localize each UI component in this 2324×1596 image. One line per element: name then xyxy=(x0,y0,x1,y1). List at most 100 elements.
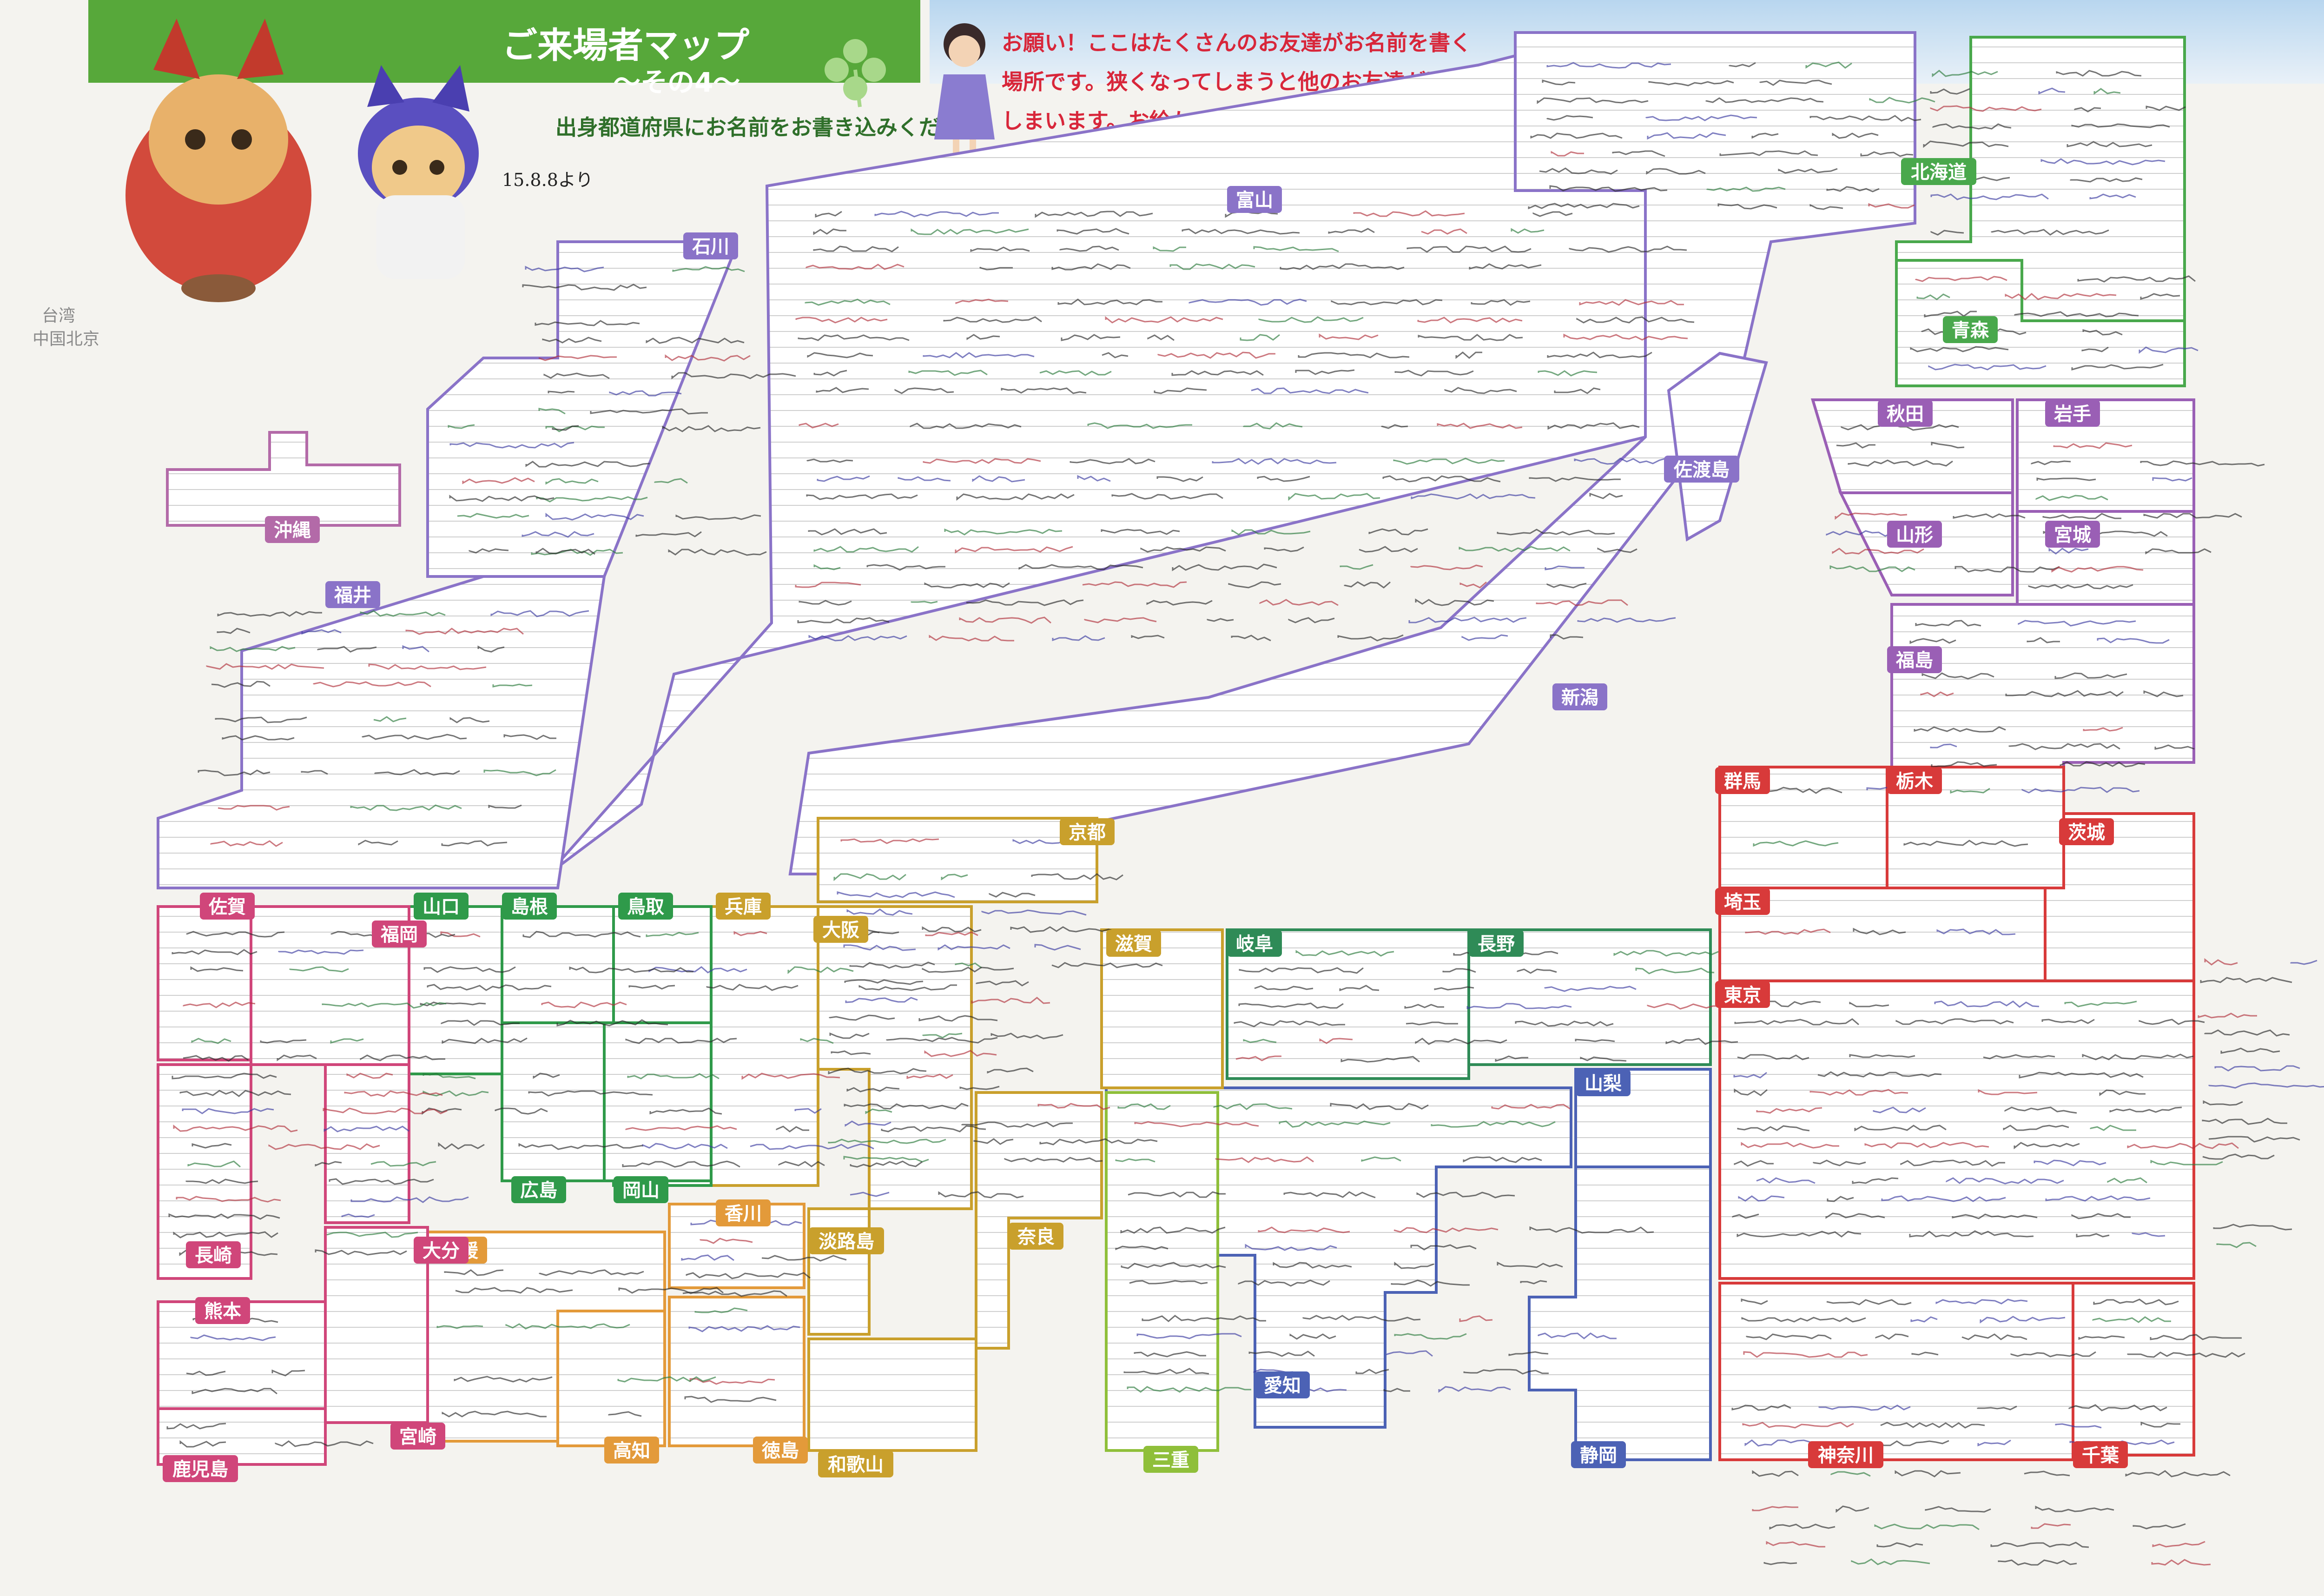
handwritten-signature-stroke xyxy=(929,635,1014,642)
handwritten-signature-stroke xyxy=(1743,1351,1868,1358)
handwritten-signature-stroke xyxy=(301,770,328,775)
region-label-text: 大阪 xyxy=(822,920,859,941)
region-label-text: 長崎 xyxy=(195,1245,232,1266)
handwritten-signature-stroke xyxy=(959,1086,1000,1090)
handwritten-signature-stroke xyxy=(1415,1038,1507,1045)
handwritten-signature-stroke xyxy=(217,611,322,617)
handwritten-signature-stroke xyxy=(187,1160,241,1168)
region-label-fukushima: 福島 xyxy=(1887,646,1942,673)
handwritten-signature-stroke xyxy=(1809,115,1921,122)
handwritten-signature-stroke xyxy=(1766,1541,1825,1548)
region-label-badge xyxy=(614,1176,668,1203)
region-label-text: 愛知 xyxy=(1264,1375,1301,1397)
region-label-text: 石川 xyxy=(692,236,729,258)
region-label-miyazaki: 宮崎 xyxy=(390,1423,445,1450)
handwritten-signature-stroke xyxy=(1826,1299,1912,1305)
handwritten-signature-stroke xyxy=(538,355,617,361)
handwritten-signature-stroke xyxy=(1980,1316,2066,1324)
handwritten-signature-stroke xyxy=(1805,61,1852,69)
handwritten-signature-stroke xyxy=(1037,1103,1110,1110)
handwritten-signature-stroke xyxy=(1536,599,1628,606)
handwritten-signature-stroke xyxy=(176,1196,281,1203)
handwritten-signature-stroke xyxy=(341,1213,375,1218)
handwritten-signature-stroke xyxy=(454,1376,553,1383)
handwritten-signature-stroke xyxy=(2010,1351,2096,1358)
handwritten-signature-stroke xyxy=(1077,475,1111,482)
region-label-text: 福岡 xyxy=(380,924,418,946)
handwritten-signature-stroke xyxy=(2090,1125,2136,1131)
handwritten-signature-stroke xyxy=(2082,329,2123,336)
handwritten-signature-stroke xyxy=(2140,1421,2180,1428)
region-labels-layer: 北海道青森秋田岩手山形宮城福島新潟富山石川福井佐渡島沖縄群馬栃木茨城埼玉東京神奈… xyxy=(163,158,2128,1482)
region-label-text: 島根 xyxy=(511,896,548,918)
handwritten-signature-stroke xyxy=(1832,548,1924,555)
handwritten-signature-stroke xyxy=(622,1160,740,1168)
region-label-nara: 奈良 xyxy=(1009,1223,1063,1250)
region-label-badge xyxy=(1901,158,1976,185)
region-label-badge xyxy=(618,893,673,920)
handwritten-signature-stroke xyxy=(1258,1226,1350,1233)
handwritten-signature-stroke xyxy=(1238,1002,1344,1009)
handwritten-signature-stroke xyxy=(2093,88,2121,95)
region-label-text: 京都 xyxy=(1069,822,1106,843)
handwritten-signature-stroke xyxy=(1035,211,1153,218)
handwritten-signature-stroke xyxy=(925,931,978,936)
handwritten-signature-stroke xyxy=(168,1213,280,1220)
handwritten-signature-stroke xyxy=(617,1376,716,1383)
handwritten-signature-stroke xyxy=(1930,230,1964,236)
handwritten-signature-stroke xyxy=(966,334,1000,340)
region-label-yamaguchi: 山口 xyxy=(414,893,469,920)
handwritten-signature-stroke xyxy=(1057,298,1162,305)
handwritten-signature-stroke xyxy=(210,840,283,847)
handwritten-signature-stroke xyxy=(1394,370,1474,377)
handwritten-signature-stroke xyxy=(1983,1054,2055,1060)
handwritten-signature-stroke xyxy=(1136,1333,1242,1339)
handwritten-signature-stroke xyxy=(866,564,945,571)
handwritten-signature-stroke xyxy=(813,546,919,553)
handwritten-signature-stroke xyxy=(829,1014,895,1021)
region-label-badge xyxy=(502,893,557,920)
handwritten-signature-stroke xyxy=(1529,1226,1654,1234)
handwritten-signature-stroke xyxy=(662,425,761,432)
handwritten-signature-stroke xyxy=(438,1142,485,1150)
region-label-badge xyxy=(1878,400,1933,427)
region-label-text: 青森 xyxy=(1952,320,1989,341)
region-miyagi-outline xyxy=(2016,510,2195,606)
handwritten-signature-stroke xyxy=(344,1090,443,1097)
region-label-tochigi: 栃木 xyxy=(1887,767,1942,794)
handwritten-signature-stroke xyxy=(668,549,767,556)
handwritten-signature-stroke xyxy=(846,1086,900,1093)
handwritten-signature-stroke xyxy=(2053,442,2133,449)
handwritten-signature-stroke xyxy=(2051,566,2144,573)
handwritten-signature-stroke xyxy=(894,387,954,394)
handwritten-signature-stroke xyxy=(315,1161,342,1167)
region-label-text: 宮城 xyxy=(2054,524,2091,546)
handwritten-signature-stroke xyxy=(440,931,481,938)
handwritten-signature-stroke xyxy=(441,1020,520,1026)
handwritten-signature-stroke xyxy=(1835,1505,1869,1513)
handwritten-signature-stroke xyxy=(301,629,342,635)
region-label-badge xyxy=(265,516,320,543)
region-label-text: 岐阜 xyxy=(1236,934,1273,955)
handwritten-signature-stroke xyxy=(2027,637,2060,643)
handwritten-signature-stroke xyxy=(1538,370,1598,377)
handwritten-signature-stroke xyxy=(1911,1351,1939,1356)
handwritten-signature-stroke xyxy=(608,1411,642,1417)
handwritten-signature-stroke xyxy=(1245,1244,1337,1251)
handwritten-signature-stroke xyxy=(1930,743,1957,748)
handwritten-signature-stroke xyxy=(1547,422,1640,430)
handwritten-signature-stroke xyxy=(1665,1038,1738,1045)
region-label-text: 茨城 xyxy=(2068,822,2105,843)
handwritten-signature-stroke xyxy=(741,1073,840,1080)
handwritten-signature-stroke xyxy=(849,961,935,969)
handwritten-signature-stroke xyxy=(956,493,1075,501)
region-label-badge xyxy=(195,1297,250,1324)
region-shizuoka-outline xyxy=(1528,1166,1712,1461)
handwritten-signature-stroke xyxy=(1411,493,1536,500)
handwritten-signature-stroke xyxy=(750,1143,874,1150)
region-label-fukuoka: 福岡 xyxy=(372,921,427,947)
handwritten-signature-stroke xyxy=(1932,123,2012,130)
handwritten-signature-stroke xyxy=(528,1090,653,1097)
handwritten-signature-stroke xyxy=(2070,177,2143,183)
handwritten-signature-stroke xyxy=(2216,1242,2257,1248)
